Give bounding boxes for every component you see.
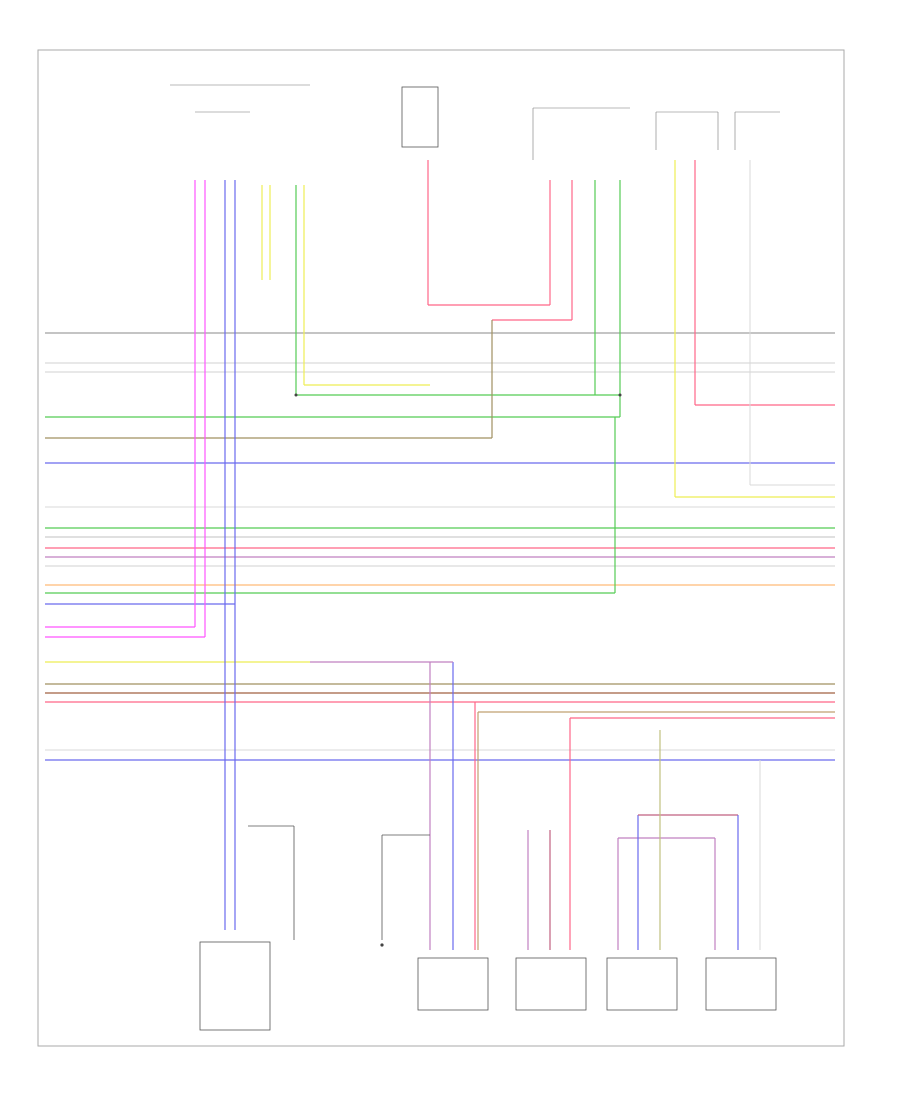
- bottom-components: [199, 941, 777, 1031]
- diagram-frame: [37, 49, 845, 1047]
- module-top-left: [170, 84, 310, 113]
- module-top-center-right: [532, 107, 630, 160]
- right-wires: [478, 404, 835, 719]
- module-top-relay: [401, 86, 439, 148]
- vertical-wires-lower: [248, 661, 761, 950]
- vertical-wires-upper: [194, 160, 751, 930]
- module-top-right-a: [655, 111, 719, 150]
- module-top-right-b: [734, 111, 780, 150]
- connector-pins: [294, 393, 622, 947]
- bus-wires: [45, 332, 835, 761]
